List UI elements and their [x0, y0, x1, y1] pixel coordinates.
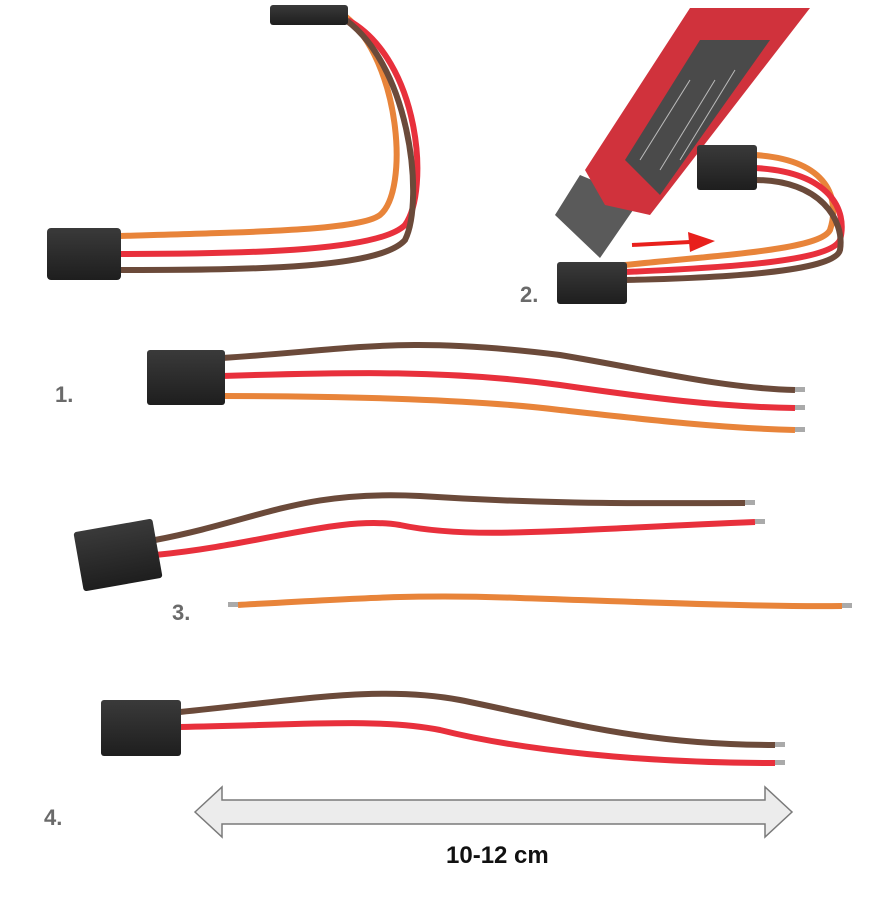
step-label-4: 4.: [44, 805, 62, 830]
cutter-knife-icon: [555, 8, 810, 258]
brown-wire: [221, 342, 796, 393]
servo-connector-icon: [147, 350, 225, 405]
servo-connector-icon: [101, 700, 181, 756]
brown-wire: [179, 690, 776, 748]
brown-wire: [624, 177, 844, 283]
servo-connector-icon: [73, 518, 163, 592]
red-wire: [119, 17, 421, 257]
cutting-step: [555, 8, 845, 304]
red-wire: [179, 720, 776, 766]
red-wire: [154, 519, 756, 558]
red-wire: [221, 370, 796, 411]
length-label: 10-12 cm: [446, 842, 549, 869]
step-label-2: 2.: [520, 282, 538, 307]
step-4-cable: [101, 690, 785, 766]
brown-wire: [154, 492, 746, 543]
orange-wire: [221, 393, 796, 433]
servo-connector-icon: [697, 145, 757, 190]
step-label-1: 1.: [55, 382, 73, 407]
servo-connector-icon: [47, 228, 121, 280]
servo-connector-icon: [557, 262, 627, 304]
direction-arrow-icon: [631, 232, 715, 252]
step-label-3: 3.: [172, 600, 190, 625]
original-servo-cable: [47, 5, 421, 280]
brown-wire: [119, 13, 417, 273]
orange-wire-removed: [237, 593, 843, 610]
step-1-cable: [147, 342, 805, 433]
orange-wire: [624, 152, 837, 268]
orange-wire: [119, 13, 400, 239]
double-arrow-icon: [193, 785, 794, 839]
step-3-cable: [73, 492, 852, 610]
servo-connector-icon: [270, 5, 348, 25]
